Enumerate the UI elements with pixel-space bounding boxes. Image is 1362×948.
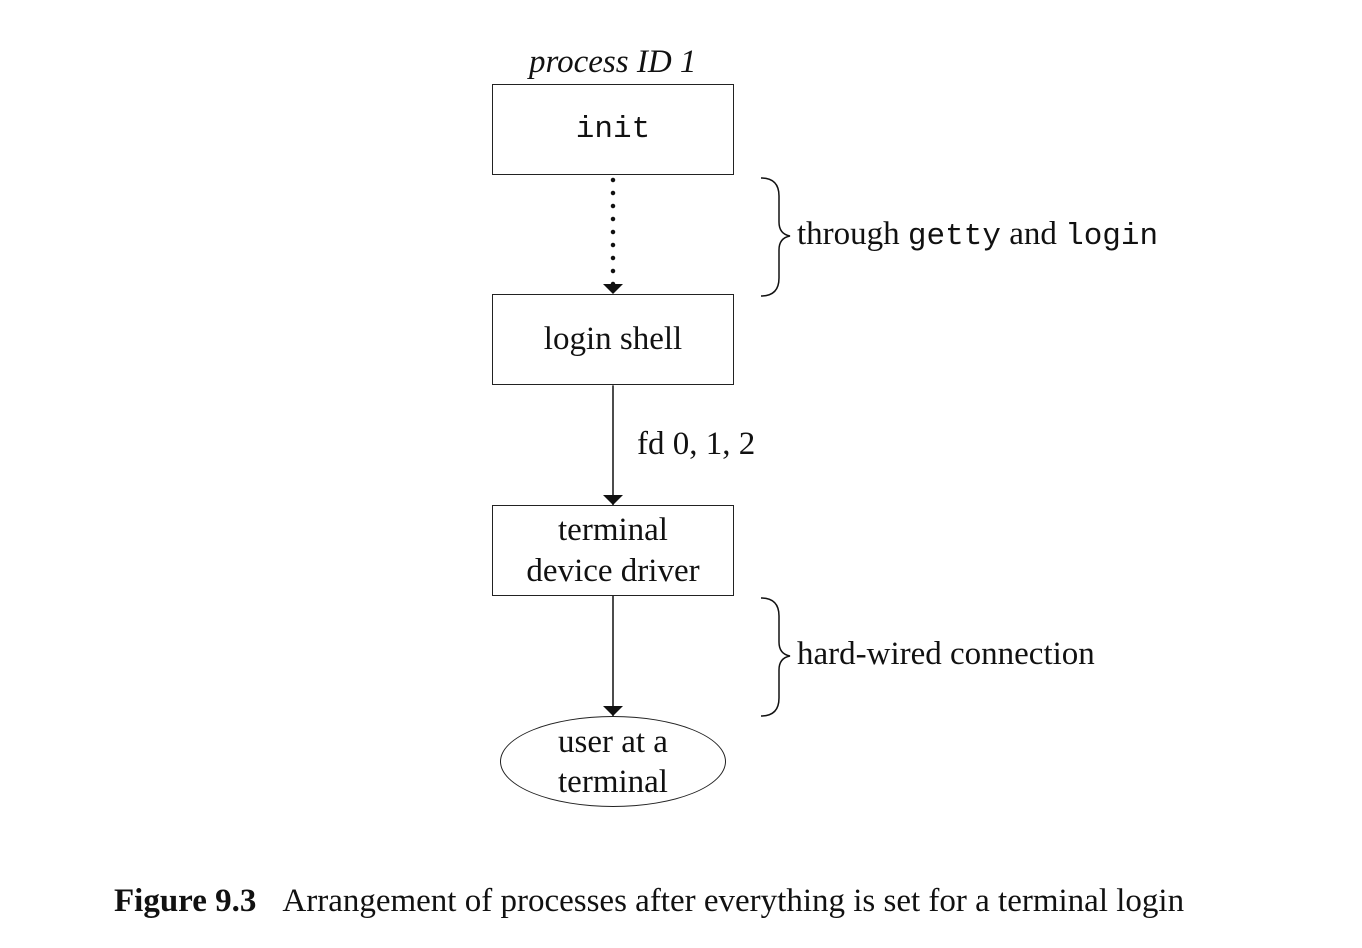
process-id-text: process ID 1 [529, 44, 697, 80]
init-node: init [492, 84, 734, 175]
terminal-driver-node: terminal device driver [492, 505, 734, 596]
terminal-driver-label-line2: device driver [526, 552, 700, 589]
user-terminal-label-line2: terminal [558, 763, 668, 800]
getty-command: getty [907, 219, 1001, 254]
process-id-label: process ID 1 [529, 42, 696, 82]
brace-hardwired [760, 597, 791, 717]
hardwired-label: hard-wired connection [797, 636, 1095, 672]
login-command: login [1065, 219, 1159, 254]
figure-caption: Figure 9.3 Arrangement of processes after… [114, 878, 1184, 924]
fd-annotation: fd 0, 1, 2 [637, 424, 755, 464]
getty-login-and: and [1009, 216, 1057, 252]
terminal-driver-label-line1: terminal [558, 511, 668, 548]
brace-getty-login [760, 177, 791, 297]
figure-caption-text: Arrangement of processes after everythin… [282, 883, 1185, 919]
fd-label: fd 0, 1, 2 [637, 426, 756, 462]
figure-number: Figure 9.3 [114, 883, 257, 919]
init-node-label: init [575, 112, 651, 147]
getty-login-annotation: through getty and login [797, 214, 1158, 257]
login-shell-label: login shell [543, 321, 683, 357]
user-terminal-label-line1: user at a [558, 723, 668, 760]
getty-login-prefix: through [797, 216, 900, 252]
user-terminal-node: user at a terminal [500, 716, 726, 807]
hardwired-annotation: hard-wired connection [797, 634, 1095, 674]
login-shell-node: login shell [492, 294, 734, 385]
